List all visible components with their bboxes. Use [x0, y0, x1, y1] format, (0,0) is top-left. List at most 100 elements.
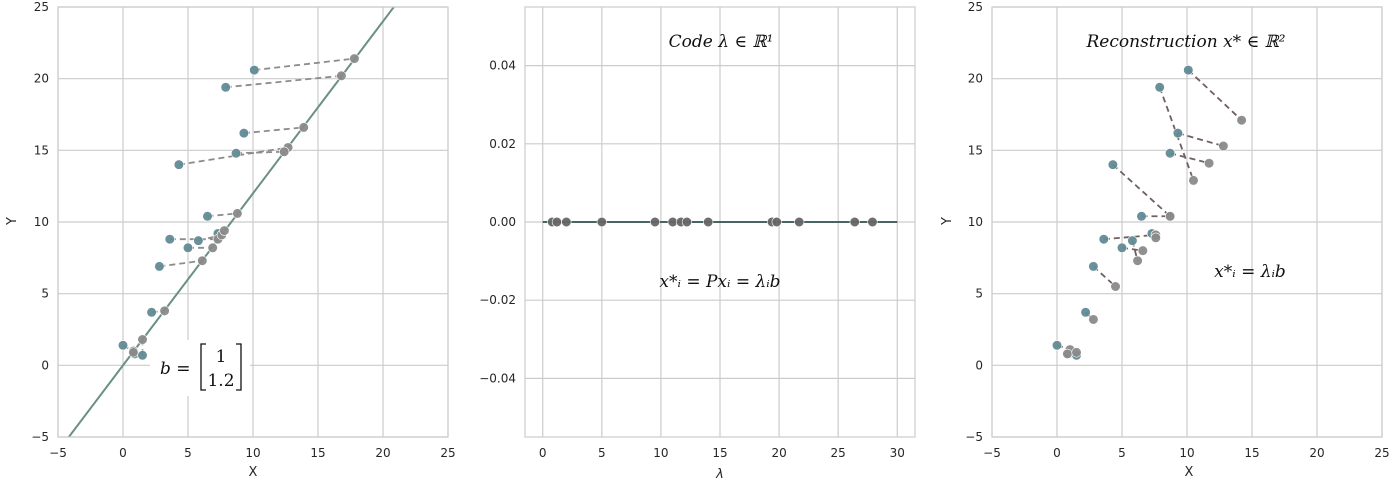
x-tick-label: 30: [890, 446, 905, 460]
projection-connector: [254, 57, 355, 71]
projected-point: [298, 122, 309, 133]
y-tick-label: 0: [975, 358, 983, 372]
data-point: [182, 242, 194, 253]
x-axis-label: λ: [715, 467, 724, 482]
projection-formula-annotation: x*ᵢ = Pxᵢ = λᵢb: [659, 272, 780, 292]
x-tick-label: 25: [440, 446, 455, 460]
projected-point: [1137, 245, 1148, 256]
x-tick-label: 5: [598, 446, 606, 460]
projected-point: [1164, 211, 1176, 222]
y-tick-label: 20: [968, 72, 983, 86]
y-tick-label: 0.04: [489, 59, 516, 73]
data-point: [164, 234, 175, 245]
y-tick-label: −0.04: [479, 371, 516, 385]
plot-frame: [524, 6, 916, 438]
x-tick-label: 5: [1118, 446, 1126, 460]
data-point: [173, 159, 184, 170]
y-tick-label: −5: [31, 430, 49, 444]
data-point: [1088, 261, 1099, 272]
data-point: [1080, 307, 1091, 318]
data-point: [794, 216, 805, 228]
data-point: [849, 216, 860, 228]
projected-point: [1110, 281, 1121, 292]
x-tick-label: 20: [1309, 446, 1324, 460]
projection-connector: [236, 150, 285, 155]
data-point: [1164, 148, 1176, 159]
projected-point: [1218, 140, 1229, 152]
code-annotation: Code λ ∈ ℝ¹: [669, 32, 774, 52]
projected-point: [197, 255, 208, 266]
x-tick-label: 25: [831, 446, 846, 460]
data-point: [202, 211, 213, 222]
data-point: [596, 216, 607, 228]
x-tick-label: 15: [712, 446, 727, 460]
projected-point: [279, 146, 290, 157]
data-point: [117, 340, 129, 351]
plot-frame: [991, 6, 1383, 438]
projected-point: [207, 242, 218, 253]
vector-b-component-2: 1.2: [207, 371, 234, 391]
projected-point: [1071, 347, 1082, 358]
data-point: [231, 148, 242, 159]
projected-point: [1088, 314, 1099, 325]
y-axis-label: Y: [5, 217, 20, 226]
projection-connector: [1103, 234, 1156, 241]
y-tick-label: 5: [975, 287, 983, 301]
data-point: [1127, 235, 1138, 246]
data-point: [137, 350, 148, 361]
vector-b-component-1: 1: [216, 347, 227, 367]
plot-frame: [57, 6, 449, 438]
projected-point: [336, 70, 347, 81]
data-point: [1051, 340, 1063, 351]
projection-connector: [225, 74, 342, 89]
projected-point: [159, 305, 170, 316]
y-tick-label: 15: [34, 143, 49, 157]
data-point: [146, 307, 157, 318]
data-point: [249, 64, 260, 76]
projection-line: [67, 7, 396, 437]
data-point: [703, 216, 714, 228]
projected-point: [219, 225, 230, 236]
data-point: [1172, 128, 1183, 139]
y-tick-label: 5: [41, 287, 49, 301]
vector-b-lhs: b =: [160, 359, 191, 379]
projection-connector: [1177, 132, 1224, 147]
x-tick-label: 10: [653, 446, 668, 460]
x-tick-label: −5: [49, 446, 67, 460]
x-tick-label: 20: [375, 446, 390, 460]
projected-point: [1203, 158, 1215, 169]
data-point: [1154, 82, 1165, 93]
data-point: [681, 216, 693, 228]
y-tick-label: 25: [968, 0, 983, 14]
data-point: [649, 216, 661, 228]
x-tick-label: 15: [310, 446, 325, 460]
x-axis-label: X: [1185, 465, 1194, 480]
x-axis-label: X: [249, 465, 258, 480]
data-point: [551, 216, 563, 228]
data-point: [1136, 211, 1147, 222]
projected-point: [1132, 255, 1143, 266]
x-tick-label: 10: [1179, 446, 1194, 460]
reconstruction-annotation: Reconstruction x* ∈ ℝ²: [1086, 32, 1286, 52]
projection-connector: [1169, 152, 1210, 165]
data-point: [867, 216, 878, 228]
projection-connector: [243, 126, 304, 135]
projection-connector: [1187, 69, 1243, 121]
projection-connector: [159, 259, 203, 268]
y-tick-label: −0.02: [479, 293, 516, 307]
projected-point: [1062, 348, 1073, 359]
x-tick-label: 10: [245, 446, 260, 460]
data-point: [193, 235, 204, 246]
y-tick-label: 25: [34, 0, 49, 14]
projected-point: [1236, 115, 1247, 126]
y-axis-label: Y: [940, 217, 955, 226]
y-tick-label: 10: [968, 215, 983, 229]
data-point: [771, 216, 782, 228]
y-tick-label: 20: [34, 72, 49, 86]
vector-b-left-bracket: [200, 343, 206, 391]
y-tick-label: 0.02: [489, 137, 516, 151]
